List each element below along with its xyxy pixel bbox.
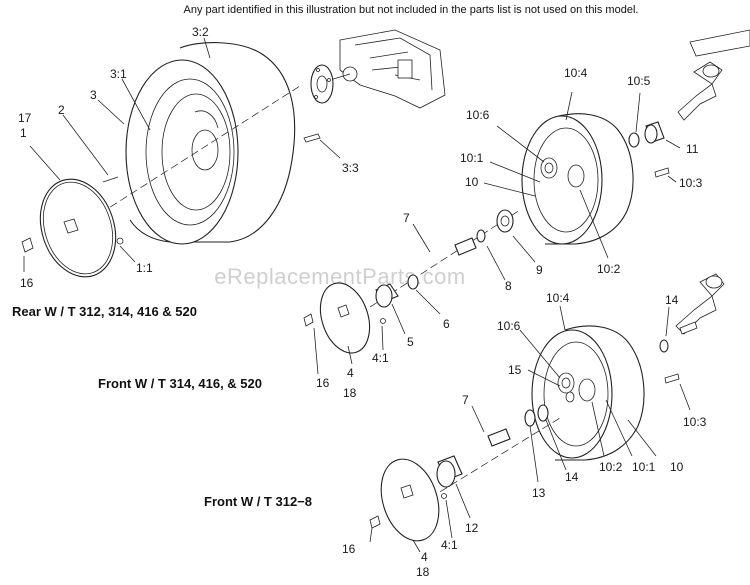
callout-18-bottom: 18 <box>416 565 430 579</box>
callout-8: 8 <box>505 279 512 293</box>
front-bottom-hubcap <box>380 458 440 542</box>
front-top-bushing <box>644 121 665 144</box>
front-mid-bearing <box>375 283 399 308</box>
front-bottom-washer-top <box>659 339 669 353</box>
callout-1-1: 1:1 <box>136 261 153 275</box>
callout-10-2-top: 10:2 <box>597 262 621 276</box>
front-bottom-fitting <box>664 373 680 384</box>
callout-4-1-bottom: 4:1 <box>441 538 458 552</box>
front-mid-washer-8 <box>476 229 486 243</box>
rear-hubcap <box>39 178 117 278</box>
callout-10-3-top: 10:3 <box>679 176 703 190</box>
callout-4-bottom: 4 <box>421 550 428 564</box>
callout-3-3: 3:3 <box>342 161 359 175</box>
rear-washer <box>116 237 124 245</box>
callout-7-bottom: 7 <box>462 393 469 407</box>
front-right-bottom-assembly: 10:4 14 10:6 15 10:3 7 13 14 10:2 10:1 1… <box>429 273 725 500</box>
lug-bolt <box>303 133 321 143</box>
rear-axis <box>89 85 301 221</box>
front-mid-bearing-9 <box>496 209 514 233</box>
callout-10-bottom: 10 <box>670 460 684 474</box>
front-mid-assembly: 7 9 8 6 5 4:1 16 4 18 Front W / T 314, 4… <box>98 209 543 400</box>
caption-front-b: Front W / T 312−8 <box>204 494 312 509</box>
callout-17: 17 <box>18 111 32 125</box>
front-bottom-clip <box>369 515 381 529</box>
front-mid-spacer <box>454 237 477 256</box>
rear-transaxle <box>329 29 446 109</box>
callout-10-3-bottom: 10:3 <box>683 415 707 429</box>
caption-rear: Rear W / T 312, 314, 416 & 520 <box>12 304 197 319</box>
caption-front-a: Front W / T 314, 416, & 520 <box>98 376 262 391</box>
callout-10-4-bottom: 10:4 <box>546 291 570 305</box>
callout-1: 1 <box>20 126 27 140</box>
callout-10-1-top: 10:1 <box>460 151 484 165</box>
rear-clip <box>21 237 34 253</box>
callout-3-1: 3:1 <box>110 67 127 81</box>
callout-12: 12 <box>465 521 479 535</box>
rear-pin <box>102 176 119 183</box>
callout-10-top: 10 <box>465 175 479 189</box>
callout-5: 5 <box>407 335 414 349</box>
callout-4-mid: 4 <box>347 366 354 380</box>
callout-6: 6 <box>443 317 450 331</box>
front-bottom-washer-14 <box>537 404 549 422</box>
callout-10-1-bottom: 10:1 <box>632 460 656 474</box>
front-top-spindle <box>677 29 750 121</box>
callout-3-2: 3:2 <box>192 25 209 39</box>
callout-10-6-top: 10:6 <box>466 108 490 122</box>
front-mid-axis <box>349 209 521 321</box>
callout-3: 3 <box>90 88 97 102</box>
front-bottom-tire <box>531 325 645 461</box>
front-bottom-bearing <box>436 455 463 488</box>
rear-assembly: 3:2 3:1 3 2 17 1 16 1:1 3:3 Rear W / T 3… <box>12 25 446 319</box>
callout-14-top: 14 <box>665 293 679 307</box>
callout-16-rear: 16 <box>20 276 34 290</box>
callout-10-4-top: 10:4 <box>564 66 588 80</box>
front-mid-washer <box>407 274 419 290</box>
callout-9: 9 <box>536 263 543 277</box>
rear-hub <box>310 64 334 104</box>
front-bottom-spindle <box>675 273 725 335</box>
front-mid-clip <box>303 313 314 327</box>
front-right-top-assembly: 10:4 10:5 10:6 10:1 10 11 10:3 10:2 <box>460 29 750 276</box>
callout-7-mid: 7 <box>403 211 410 225</box>
callout-10-2-bottom: 10:2 <box>599 460 623 474</box>
front-top-tire <box>521 113 634 245</box>
callout-15: 15 <box>508 363 522 377</box>
callout-16-bottom: 16 <box>342 542 356 556</box>
callout-16-mid: 16 <box>316 376 330 390</box>
callout-2: 2 <box>58 103 65 117</box>
header-note: Any part identified in this illustration… <box>184 4 639 16</box>
callout-14-bottom: 14 <box>565 470 579 484</box>
callout-10-5: 10:5 <box>627 74 651 88</box>
front-bottom-left-assembly: 12 4:1 16 4 18 Front W / T 312−8 <box>204 455 479 579</box>
front-bottom-spacer <box>487 428 511 447</box>
rear-tire <box>125 42 296 245</box>
callout-4-1-mid: 4:1 <box>372 351 389 365</box>
callout-18-mid: 18 <box>343 386 357 400</box>
callout-10-6-bottom: 10:6 <box>497 319 521 333</box>
front-mid-hubcap <box>319 282 371 354</box>
front-bottom-washer-13 <box>524 409 536 427</box>
callout-13: 13 <box>532 486 546 500</box>
front-top-fitting <box>654 167 670 178</box>
front-top-washer <box>628 132 640 148</box>
callout-11: 11 <box>686 142 699 156</box>
